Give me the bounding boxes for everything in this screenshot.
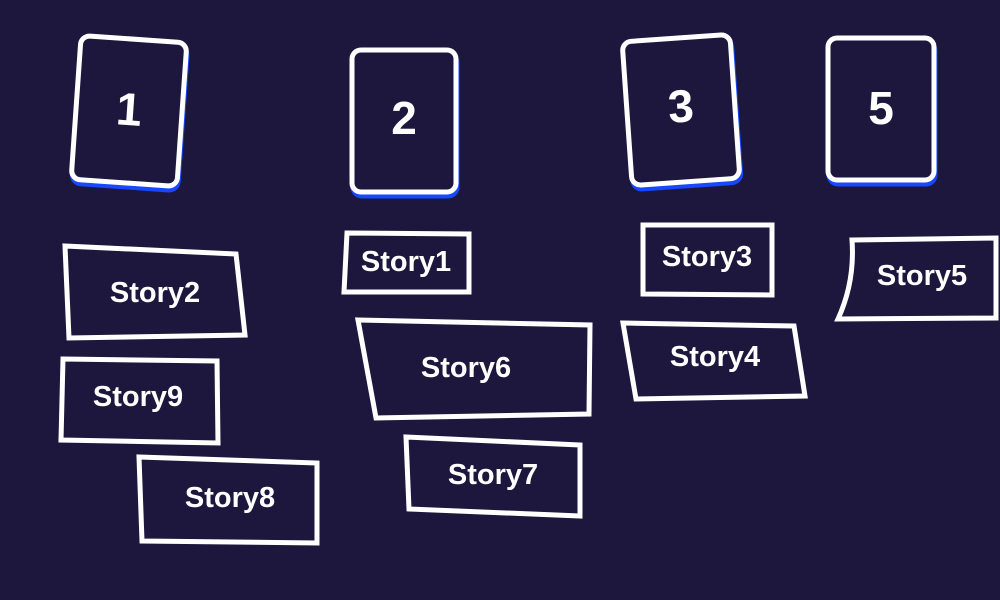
story-card-label: Story5 [877, 260, 967, 292]
estimate-card-label: 1 [115, 82, 144, 136]
story-card-9[interactable]: Story9 [58, 356, 221, 446]
story-card-label: Story8 [185, 482, 275, 514]
story-card-6[interactable]: Story6 [354, 317, 593, 421]
estimate-card-5[interactable]: 5 [825, 35, 938, 187]
story-card-3[interactable]: Story3 [640, 222, 775, 298]
story-card-4[interactable]: Story4 [620, 320, 808, 402]
story-card-1[interactable]: Story1 [341, 230, 472, 295]
estimate-card-label: 3 [666, 79, 695, 133]
story-card-7[interactable]: Story7 [403, 434, 583, 519]
story-card-label: Story4 [670, 341, 760, 373]
estimate-card-3[interactable]: 3 [620, 32, 744, 192]
estimate-card-2[interactable]: 2 [349, 47, 460, 199]
story-card-2[interactable]: Story2 [62, 243, 248, 341]
story-card-8[interactable]: Story8 [136, 454, 320, 546]
story-card-label: Story6 [421, 352, 511, 384]
estimate-card-label: 2 [391, 92, 417, 144]
story-card-label: Story7 [448, 459, 538, 491]
story-card-label: Story2 [110, 277, 200, 309]
story-card-label: Story1 [361, 246, 451, 278]
story-card-label: Story9 [93, 381, 183, 413]
story-card-5[interactable]: Story5 [834, 235, 999, 322]
estimate-card-label: 5 [868, 82, 894, 134]
story-card-label: Story3 [662, 241, 752, 273]
estimate-card-1[interactable]: 1 [69, 33, 190, 193]
